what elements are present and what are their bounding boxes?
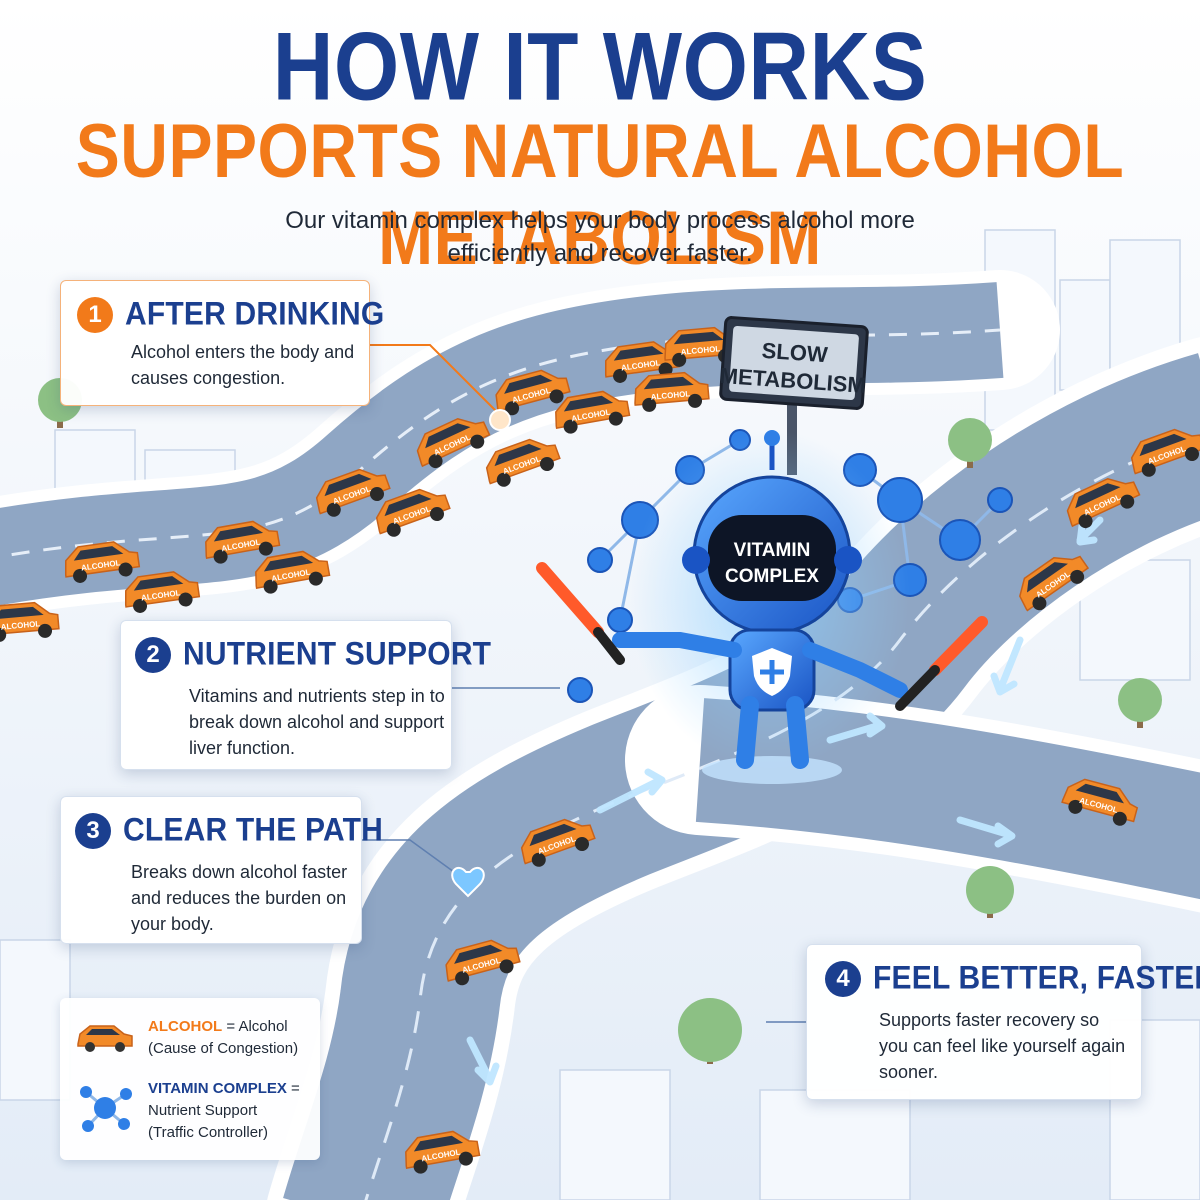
heart-icon: [451, 866, 485, 898]
step-title: NUTRIENT SUPPORT: [183, 636, 492, 673]
step-title: FEEL BETTER, FASTER: [873, 960, 1200, 997]
step-card-nutrient-support: 2 NUTRIENT SUPPORT Vitamins and nutrient…: [120, 620, 491, 770]
step-card-after-drinking: 1 AFTER DRINKING Alcohol enters the body…: [60, 280, 384, 406]
step-title: CLEAR THE PATH: [123, 812, 384, 849]
alcohol-car: ALCOHOL: [445, 939, 521, 986]
car-label: ALCOHOL: [0, 619, 40, 631]
legend-vitamin-eq: =: [286, 1080, 300, 1097]
trees: [38, 378, 1162, 1064]
callout-lines: [370, 344, 511, 431]
alcohol-car: ALCOHOL: [1061, 778, 1139, 826]
step-title: AFTER DRINKING: [125, 296, 385, 333]
vitamin-complex-robot: VITAMIN COMPLEX: [536, 430, 988, 784]
step-card-feel-better: 4 FEEL BETTER, FASTER Supports faster re…: [806, 944, 1200, 1100]
legend: ALCOHOL = Alcohol (Cause of Congestion) …: [60, 998, 320, 1160]
alcohol-car: ALCOHOL: [495, 369, 571, 416]
alcohol-car: ALCOHOL: [1130, 428, 1200, 477]
alcohol-car: ALCOHOL: [255, 550, 331, 594]
legend-alcohol-key: ALCOHOL: [148, 1018, 223, 1035]
page-subtitle: SUPPORTS NATURAL ALCOHOL METABOLISM: [75, 107, 1125, 281]
step-body: Vitamins and nutrients step in to break …: [189, 686, 445, 758]
intro-text: Our vitamin complex helps your body proc…: [285, 207, 915, 267]
molecule-icon: [80, 1086, 132, 1132]
legend-vitamin-desc2: (Traffic Controller): [148, 1124, 269, 1141]
car-label: ALCOHOL: [650, 389, 690, 401]
alcohol-car: ALCOHOL: [1019, 555, 1090, 612]
alcohol-car: ALCOHOL: [64, 541, 141, 583]
legend-alcohol-desc: = Alcohol: [222, 1018, 288, 1035]
step-number-2: 2: [135, 637, 171, 673]
alcohol-car: ALCOHOL: [416, 417, 491, 469]
slow-metabolism-sign: SLOW METABOLISM: [719, 316, 869, 475]
step-card-clear-the-path: 3 CLEAR THE PATH Breaks down alcohol fas…: [60, 796, 383, 944]
alcohol-car: ALCOHOL: [1066, 477, 1141, 529]
step-body: Breaks down alcohol faster and reduces t…: [131, 862, 348, 934]
step-body: Supports faster recovery so you can feel…: [879, 1010, 1126, 1082]
step-number-1: 1: [77, 297, 113, 333]
alcohol-car: ALCOHOL: [405, 1130, 481, 1174]
robot-line-1: VITAMIN: [734, 540, 811, 561]
car-label: ALCOHOL: [680, 344, 720, 356]
legend-alcohol: ALCOHOL = Alcohol (Cause of Congestion): [74, 1016, 298, 1060]
alcohol-car: ALCOHOL: [205, 520, 281, 564]
alcohol-car: ALCOHOL: [124, 571, 201, 613]
alcohol-car: ALCOHOL: [555, 390, 631, 434]
car-icon: [77, 1025, 133, 1052]
legend-vitamin-desc: Nutrient Support: [148, 1102, 258, 1119]
legend-alcohol-desc2: (Cause of Congestion): [148, 1040, 299, 1057]
legend-vitamin: VITAMIN COMPLEX = Nutrient Support (Traf…: [74, 1078, 300, 1144]
page-title: HOW IT WORKS: [272, 11, 928, 120]
alcohol-car: ALCOHOL: [375, 488, 451, 537]
step-body: Alcohol enters the body and causes conge…: [131, 342, 355, 388]
alcohol-car: ALCOHOL: [634, 371, 710, 412]
alcohol-car: ALCOHOL: [664, 326, 740, 367]
sign-line-1: SLOW: [761, 338, 829, 368]
callout-lines-blue: [362, 687, 806, 1023]
flow-arrows: [466, 516, 1104, 1086]
alcohol-car: ALCOHOL: [0, 601, 60, 642]
robot-line-2: COMPLEX: [725, 566, 819, 587]
alcohol-cars: ALCOHOLALCOHOLALCOHOLALCOHOLALCOHOLALCOH…: [0, 326, 1200, 1174]
step-number-3: 3: [75, 813, 111, 849]
legend-vitamin-key: VITAMIN COMPLEX: [148, 1080, 287, 1097]
step-number-4: 4: [825, 961, 861, 997]
